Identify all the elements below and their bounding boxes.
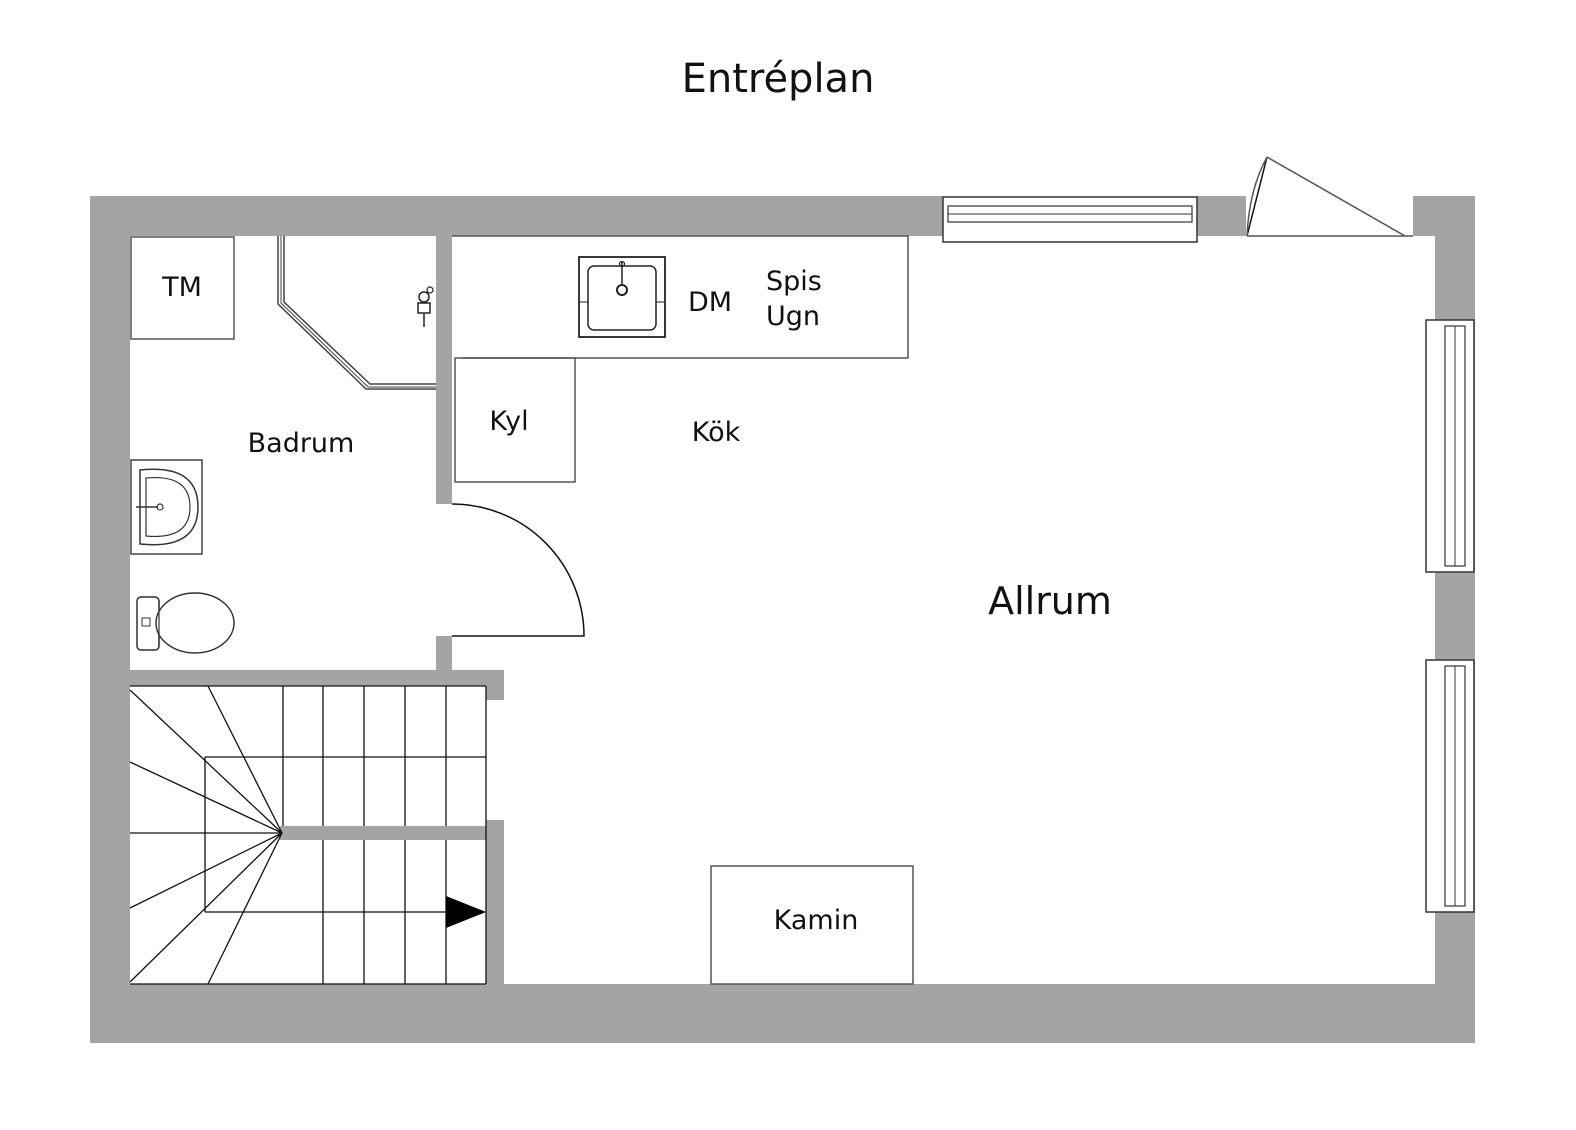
plan-title: Entréplan [682, 56, 875, 102]
label-kamin: Kamin [774, 905, 859, 936]
window-right-upper [1425, 319, 1475, 573]
staircase [129, 685, 487, 985]
kitchen-counter [452, 235, 909, 359]
fridge [454, 357, 576, 483]
label-spis: Spis [766, 266, 822, 297]
interior-walls [130, 236, 504, 984]
label-allrum: Allrum [988, 579, 1112, 623]
washing-machine [130, 236, 235, 340]
outer-walls [90, 196, 1475, 1043]
label-kyl: Kyl [489, 406, 528, 437]
entry-door [1246, 156, 1413, 237]
washbasin-icon [130, 459, 203, 555]
window-top [942, 196, 1198, 243]
label-kok: Kök [692, 417, 741, 448]
toilet-icon [136, 592, 235, 654]
label-badrum: Badrum [248, 428, 355, 459]
label-ugn: Ugn [766, 301, 820, 332]
label-tm: TM [161, 272, 202, 303]
fireplace [710, 865, 914, 985]
label-dm: DM [688, 287, 732, 318]
shower-head-icon [417, 286, 434, 327]
bathroom-door [451, 503, 585, 637]
shower-enclosure [277, 236, 436, 390]
stair-direction-arrow-icon [446, 896, 486, 928]
sink-icon [578, 256, 666, 338]
window-right-lower [1425, 659, 1475, 913]
